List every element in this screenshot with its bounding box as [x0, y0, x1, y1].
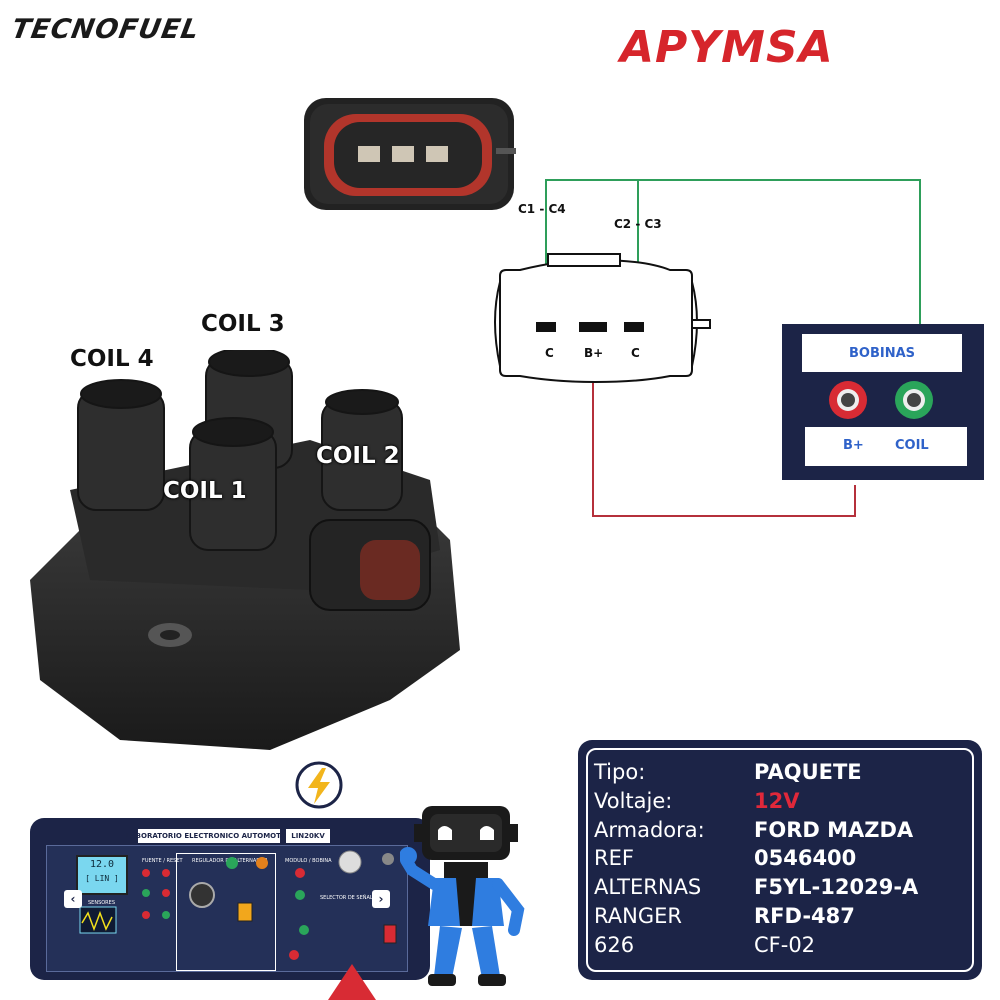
spec-label-ref: REF: [594, 846, 634, 870]
spec-label-alternas: ALTERNAS: [594, 875, 702, 899]
robot-mascot: [400, 806, 525, 986]
apymsa-logo: APYMSA: [620, 22, 834, 73]
lab-modulo-label: MODULO / BOBINA: [285, 858, 332, 864]
spec-value-tipo: PAQUETE: [754, 760, 862, 784]
lab-selector-label: SELECTOR DE SEÑAL: [320, 895, 373, 901]
lab-screen: 12.0 [ LIN ]: [76, 855, 128, 895]
thumbs-up-icon: [400, 847, 417, 865]
wire-bplus: [592, 355, 856, 517]
pin-c-right: C: [631, 346, 640, 360]
coil-4-label: COIL 4: [70, 346, 154, 372]
wire-c1c4: [545, 179, 639, 315]
spec-card-border: [586, 748, 974, 972]
tecnofuel-logo: TECNOFUEL: [9, 14, 202, 45]
coil-3-label: COIL 3: [201, 311, 285, 337]
spec-value-armadora: FORD MAZDA: [754, 818, 914, 842]
apymsa-logo-text: APYMSA: [620, 22, 834, 73]
bobinas-terminals: [829, 381, 933, 419]
spec-label-tipo: Tipo:: [594, 760, 646, 784]
label-c1-c4: C1 - C4: [518, 202, 566, 216]
lab-model: LIN20KV: [286, 829, 330, 843]
coil-pack-photo: [30, 350, 460, 750]
bobinas-footer: B+ COIL: [805, 427, 967, 466]
spec-label-626: 626: [594, 933, 635, 957]
lab-screen-value: 12.0: [89, 859, 115, 870]
lab-fuente-label: FUENTE / RESET: [142, 858, 183, 864]
lab-controls: [79, 850, 397, 960]
lab-title: LABORATORIO ELECTRONICO AUTOMOTOR: [126, 829, 292, 843]
lab-prev-button[interactable]: ‹: [64, 890, 82, 908]
spec-value-626: CF-02: [754, 933, 816, 957]
spec-label-voltaje: Voltaje:: [594, 789, 673, 813]
lab-next-button[interactable]: ›: [372, 890, 390, 908]
wire-c2c3: [638, 179, 921, 324]
spec-label-armadora: Armadora:: [594, 818, 705, 842]
pin-c-left: C: [545, 346, 554, 360]
bobinas-coil-label: COIL: [895, 438, 929, 453]
pin-bplus: B+: [584, 346, 604, 360]
spec-value-voltaje: 12V: [754, 789, 800, 813]
lab-screen-sub: [ LIN ]: [85, 874, 119, 883]
warning-triangle-icon: [328, 964, 376, 1000]
coil-2-label: COIL 2: [316, 443, 400, 469]
spec-card: [578, 740, 982, 980]
wiring-diagram: [494, 179, 921, 517]
spec-label-ranger: RANGER: [594, 904, 682, 928]
bobinas-bplus-label: B+: [843, 438, 864, 453]
label-c2-c3: C2 - C3: [614, 217, 662, 231]
coil-1-label: COIL 1: [163, 478, 247, 504]
bobinas-title: BOBINAS: [802, 334, 962, 372]
spec-value-ranger: RFD-487: [754, 904, 855, 928]
spec-value-alternas: F5YL-12029-A: [754, 875, 919, 899]
spec-value-ref: 0546400: [754, 846, 857, 870]
lab-regulador-box: [176, 853, 276, 971]
connector-photo: [304, 98, 516, 210]
lab-sensores-label: SENSORES: [88, 900, 115, 906]
lightning-icon: [295, 761, 343, 809]
